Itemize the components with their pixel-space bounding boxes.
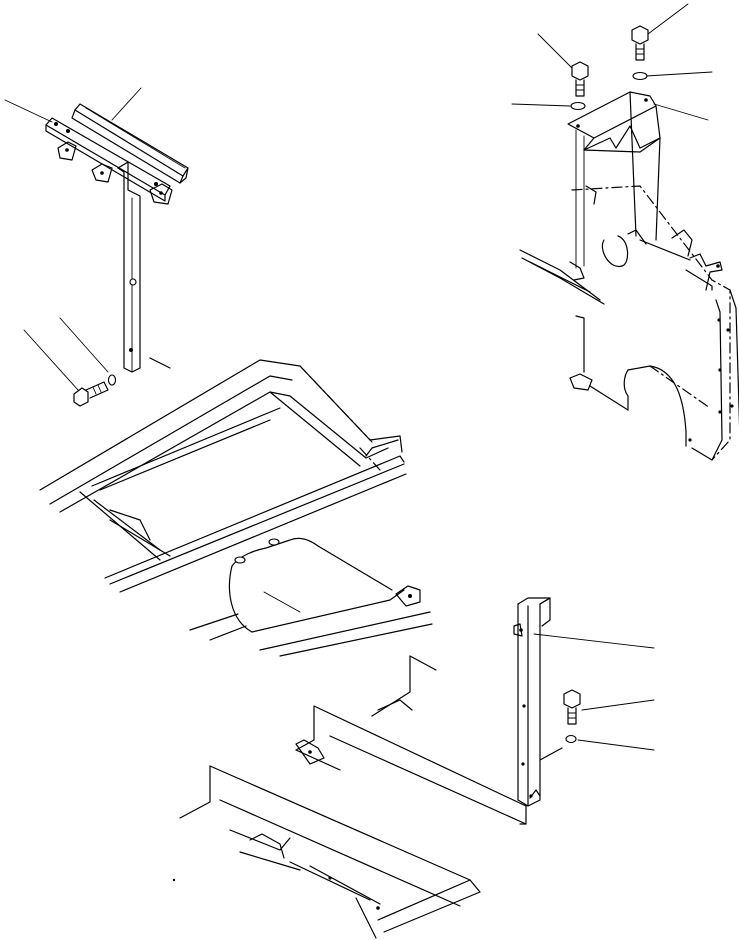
leader-line [23,329,79,391]
frame-assembly [39,357,433,657]
floor-frame [172,655,527,939]
top-right-cover-assembly [511,3,739,461]
leader-line [111,87,142,121]
tab [149,183,173,205]
tank [189,537,433,657]
vertical-stay [117,161,141,373]
hole [66,129,70,133]
leader-line [537,33,573,69]
top-left-stay-assembly [4,87,189,407]
vertical-stay [513,597,563,807]
side-cover [519,185,739,461]
bolt [73,381,109,407]
hole [129,348,133,352]
bottom-stay-assembly [172,597,655,939]
tab [57,141,77,161]
hole [154,182,158,186]
tab [91,163,113,183]
hole [54,122,58,126]
washer [570,101,586,111]
rail-bar [71,103,189,184]
leader-line [645,71,713,77]
leader-line [511,103,571,107]
hole [129,278,137,286]
washer [565,734,577,744]
bolt [563,689,581,725]
washer [107,374,117,386]
mounting-plate [45,117,173,205]
washer [632,71,648,81]
leader-line [4,99,53,123]
bolt [571,61,589,97]
frame [39,357,407,593]
leader-line [653,103,709,121]
cover-bracket [567,91,661,269]
leader-line [647,3,689,35]
bolt [631,25,649,61]
leader-line [581,699,655,711]
leader-line [577,739,655,751]
leader-line [59,317,109,373]
leader-line [533,633,655,649]
